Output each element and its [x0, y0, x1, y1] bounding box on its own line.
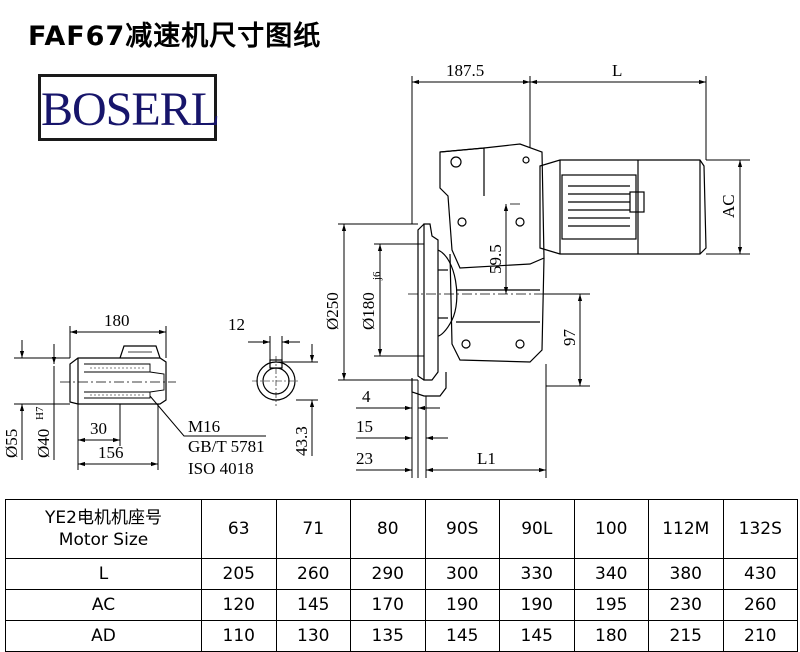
- dim-d180: Ø180: [359, 292, 378, 330]
- motor-size-cell: 100: [573, 499, 649, 559]
- table-cell: 190: [499, 589, 575, 621]
- axial-dimensions: [356, 364, 547, 478]
- motor-size-cell: 90S: [424, 499, 500, 559]
- table-cell: 260: [722, 589, 798, 621]
- brand-logo: BOSERL: [38, 74, 220, 141]
- dim-d250: Ø250: [323, 292, 342, 330]
- table-cell: 190: [424, 589, 500, 621]
- shaft-dim-d40-tol: H7: [34, 406, 46, 420]
- table-cell: 300: [424, 558, 500, 590]
- hollow-shaft-view: [60, 345, 176, 405]
- motor-size-table: YE2电机机座号 Motor Size 63 71 80 90S 90L 100…: [5, 499, 798, 652]
- table-cell: 120: [201, 589, 277, 621]
- table-cell: 330: [499, 558, 575, 590]
- table-cell: 170: [350, 589, 426, 621]
- flange-diameters: [338, 223, 424, 381]
- table-cell: 260: [275, 558, 351, 590]
- motor-size-cell: 80: [350, 499, 426, 559]
- motor-size-cell: 63: [201, 499, 277, 559]
- table-cell: 145: [424, 620, 500, 652]
- ac-dimension: [706, 159, 750, 255]
- dim-l: L: [612, 61, 622, 80]
- page-title: FAF67减速机尺寸图纸: [28, 21, 322, 52]
- technical-drawing: 187.5 L AC 59.5 97 Ø250: [2, 61, 750, 478]
- dim-15: 15: [356, 417, 373, 436]
- top-dimensions: [411, 76, 707, 224]
- table-cell: 340: [573, 558, 649, 590]
- brand-logo-text: BOSERL: [41, 83, 220, 136]
- table-cell: 145: [275, 589, 351, 621]
- end-dimensions: [248, 336, 318, 456]
- table-cell: 290: [350, 558, 426, 590]
- table-cell: 215: [648, 620, 724, 652]
- shaft-end-view: [252, 356, 300, 406]
- motor-body: [539, 159, 707, 255]
- thread-gb: GB/T 5781: [188, 437, 265, 456]
- table-row: L 205 260 290 300 330 340 380 430: [5, 558, 798, 590]
- header-label-en: Motor Size: [58, 530, 149, 550]
- table-cell: 110: [201, 620, 277, 652]
- shaft-dim-d40: Ø40: [34, 429, 53, 458]
- table-cell: 145: [499, 620, 575, 652]
- header-label-cn: YE2电机机座号: [45, 508, 162, 528]
- shaft-dim-180: 180: [104, 311, 130, 330]
- motor-size-cell: 132S: [722, 499, 798, 559]
- dim-59-5: 59.5: [486, 244, 505, 274]
- dim-97: 97: [560, 329, 579, 347]
- table-cell: 205: [201, 558, 277, 590]
- table-cell: 230: [648, 589, 724, 621]
- end-dim-43-3: 43.3: [292, 426, 311, 456]
- table-cell: 380: [648, 558, 724, 590]
- row-label: AD: [5, 620, 202, 652]
- motor-size-cell: 90L: [499, 499, 575, 559]
- dim-187-5: 187.5: [446, 61, 484, 80]
- shaft-dim-156: 156: [98, 443, 124, 462]
- dim-23: 23: [356, 449, 373, 468]
- table-row: AD 110 130 135 145 145 180 215 210: [5, 620, 798, 652]
- table-row: AC 120 145 170 190 190 195 230 260: [5, 589, 798, 621]
- gearbox-housing: [439, 143, 545, 269]
- motor-size-cell: 112M: [648, 499, 724, 559]
- table-cell: 135: [350, 620, 426, 652]
- shaft-dimensions: [14, 326, 266, 470]
- table-cell: 210: [722, 620, 798, 652]
- dim-97-line: [544, 293, 590, 387]
- motor-size-cell: 71: [275, 499, 351, 559]
- dim-4: 4: [362, 387, 371, 406]
- row-label: AC: [5, 589, 202, 621]
- dim-ac: AC: [719, 194, 738, 218]
- output-flange: [423, 223, 439, 381]
- end-dim-12: 12: [228, 315, 245, 334]
- shaft-dim-30: 30: [90, 419, 107, 438]
- row-label: L: [5, 558, 202, 590]
- table-cell: 180: [573, 620, 649, 652]
- header-label-cell: YE2电机机座号 Motor Size: [5, 499, 202, 559]
- shaft-dim-d55: Ø55: [2, 429, 21, 458]
- dim-d180-tol: j6: [371, 271, 383, 281]
- table-cell: 430: [722, 558, 798, 590]
- table-cell: 195: [573, 589, 649, 621]
- thread-iso: ISO 4018: [188, 459, 254, 478]
- thread-m16: M16: [188, 417, 220, 436]
- gearbox-view: [408, 143, 707, 397]
- dim-l1: L1: [477, 449, 496, 468]
- table-cell: 130: [275, 620, 351, 652]
- table-header-row: YE2电机机座号 Motor Size 63 71 80 90S 90L 100…: [5, 499, 798, 559]
